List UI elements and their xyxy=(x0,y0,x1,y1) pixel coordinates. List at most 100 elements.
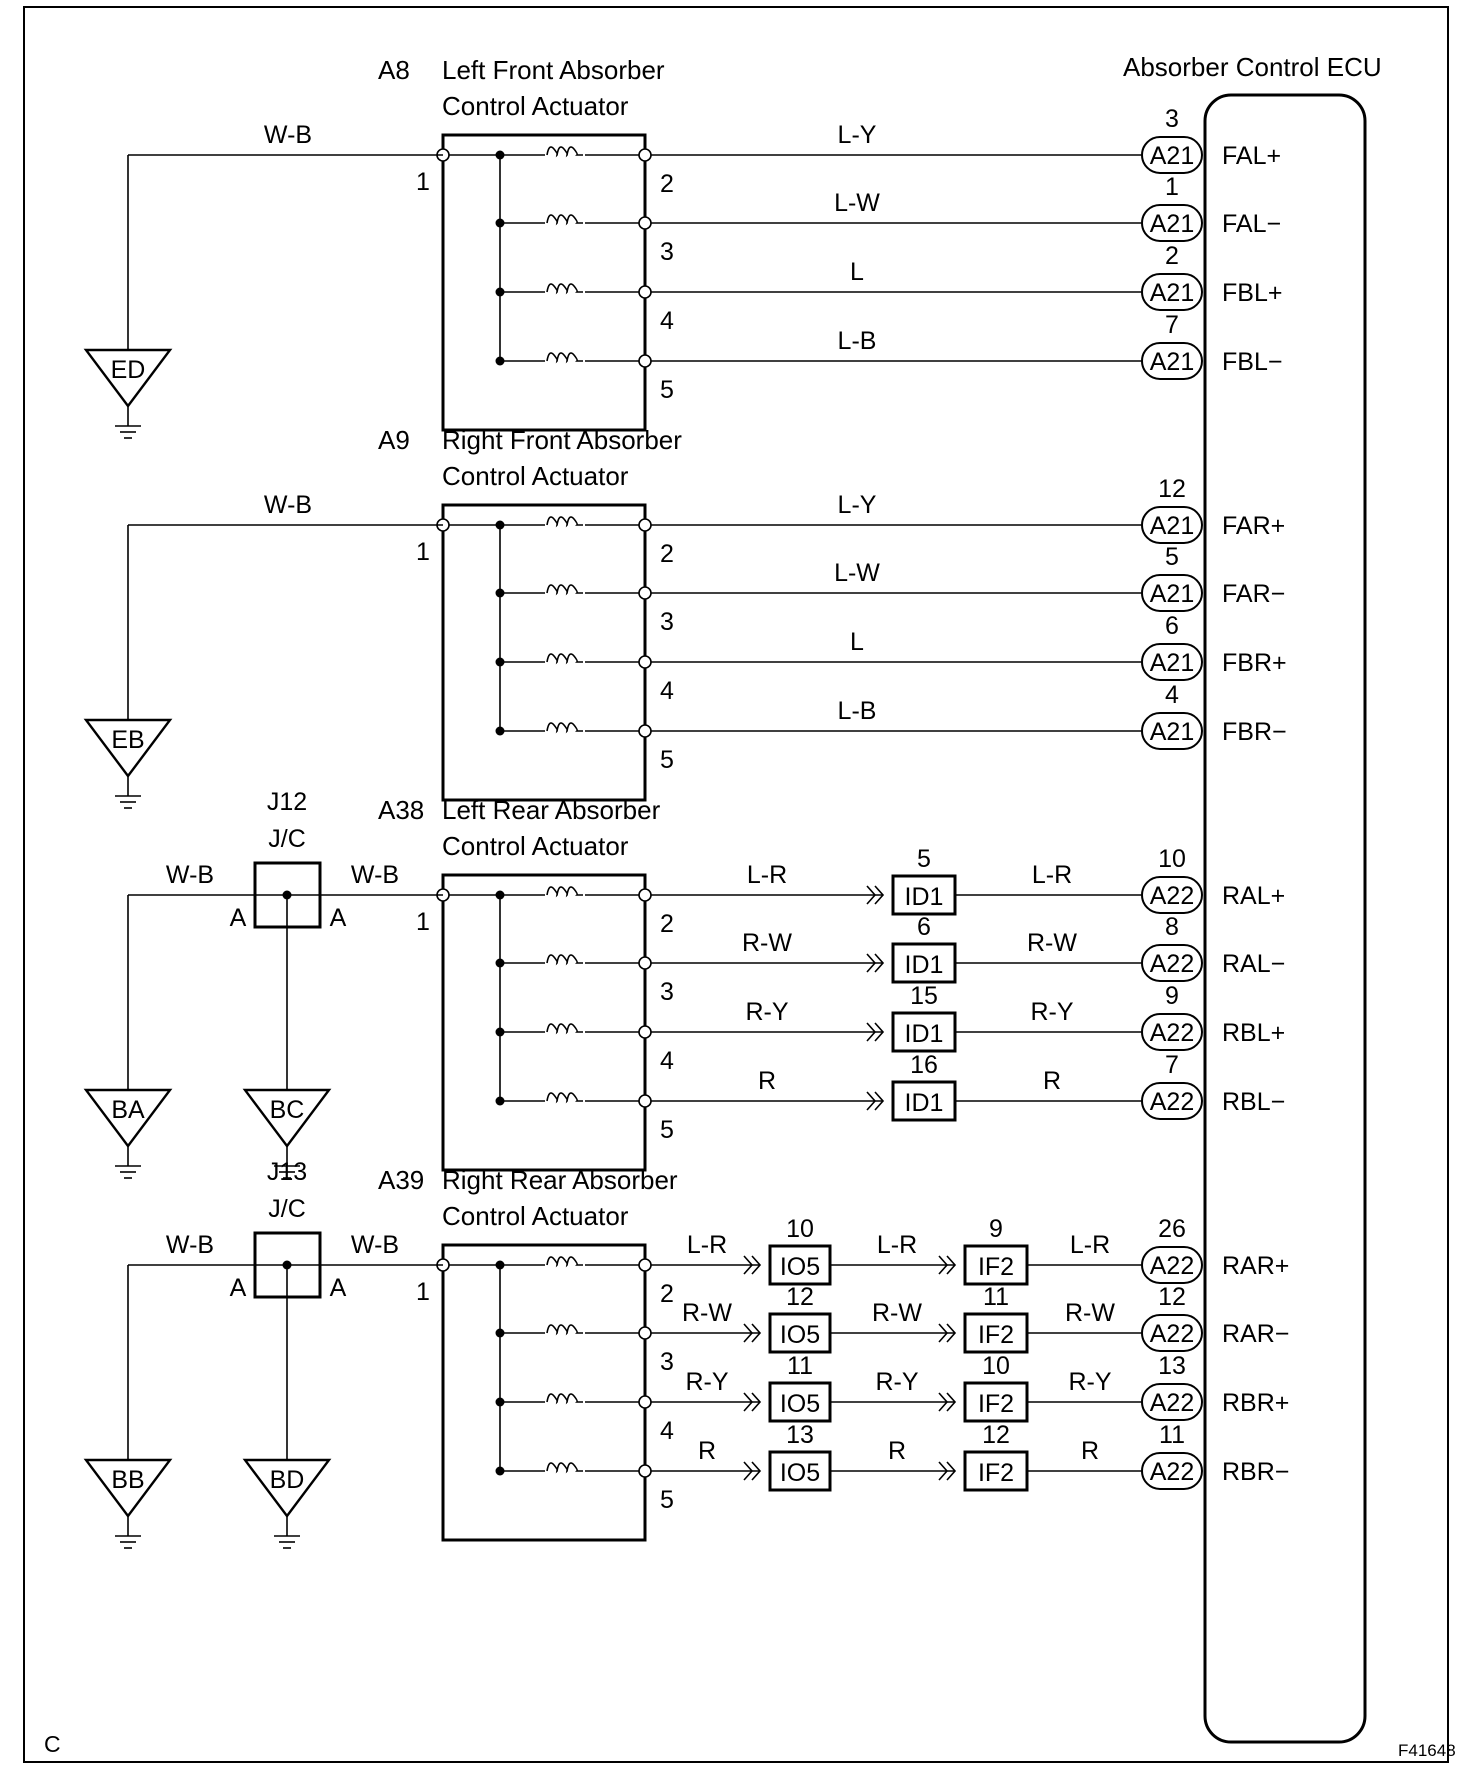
pin-terminal-A38-3 xyxy=(638,956,652,970)
coil-A39-3 xyxy=(546,1462,583,1474)
wire-color-a-RBL+: R-Y xyxy=(745,998,788,1026)
connector-IO5-RBR+-chevron-1 xyxy=(743,1392,754,1412)
ground-BA-triangle xyxy=(83,1088,173,1148)
connector-IF2-RBR+-label: IF2 xyxy=(978,1390,1014,1418)
wire-color-FAR+: L-Y xyxy=(838,491,877,519)
pin-label-A9-1: 1 xyxy=(416,538,430,566)
bus-dot-A38-0 xyxy=(495,890,505,900)
connector-IO5-RAR−-box xyxy=(768,1312,832,1354)
actuator-id-A8: A8 xyxy=(378,55,410,85)
bus-dot-A8-1 xyxy=(495,218,505,228)
wire-color-b-RAL+: L-R xyxy=(1032,861,1072,889)
connector-IF2-RBR+-chevron-2 xyxy=(946,1392,957,1412)
ecu-terminal-RBR−: RBR− xyxy=(1222,1458,1289,1486)
ecu-terminal-RBL+: RBL+ xyxy=(1222,1019,1285,1047)
ecu-connector-FBL−-label: A21 xyxy=(1150,348,1194,376)
connector-ID1-RBL−-chevron-1 xyxy=(866,1091,877,1111)
pin-label-A9-5: 5 xyxy=(660,746,674,774)
connector2-pin-RBR+: 10 xyxy=(982,1352,1010,1380)
ground-ED-label: ED xyxy=(111,356,146,384)
ecu-connector-FAL+-label: A21 xyxy=(1150,142,1194,170)
pin-label-A39-5: 5 xyxy=(660,1486,674,1514)
ecu-pin-FAR+: 12 xyxy=(1158,475,1186,503)
wire-color-FBL−: L-B xyxy=(838,327,877,355)
connector-IF2-RAR−-label: IF2 xyxy=(978,1321,1014,1349)
connector-IF2-RAR+-label: IF2 xyxy=(978,1253,1014,1281)
ecu-connector-RAR+-label: A22 xyxy=(1150,1252,1194,1280)
coil-A39-1 xyxy=(546,1324,583,1336)
ecu-connector-FBR+-label: A21 xyxy=(1150,649,1194,677)
wire-color-FBR−: L-B xyxy=(838,697,877,725)
connector-IO5-RAR−-label: IO5 xyxy=(780,1321,820,1349)
coil-A8-2 xyxy=(546,283,583,295)
ecu-terminal-FBL−: FBL− xyxy=(1222,348,1282,376)
wire-color-FAR−: L-W xyxy=(834,559,880,587)
connector-ID1-RAL+-box xyxy=(891,874,957,916)
junction-dot-J12 xyxy=(282,890,292,900)
pin-terminal-A9-4 xyxy=(638,655,652,669)
connector-ID1-RBL+-box xyxy=(891,1011,957,1053)
junction-pin-left-J13: A xyxy=(230,1274,247,1302)
pin-label-A8-2: 2 xyxy=(660,170,674,198)
pin-label-A39-3: 3 xyxy=(660,1348,674,1376)
pin-label-A9-3: 3 xyxy=(660,608,674,636)
ground-BD-label: BD xyxy=(270,1466,305,1494)
connector-IF2-RAR−-chevron-1 xyxy=(938,1323,949,1343)
pin-label-A38-4: 4 xyxy=(660,1047,674,1075)
bus-dot-A8-0 xyxy=(495,150,505,160)
connector-IO5-RAR−-chevron-1 xyxy=(743,1323,754,1343)
connector-IF2-RAR−-box xyxy=(963,1312,1029,1354)
connector-IF2-RAR+-box xyxy=(963,1244,1029,1286)
wire-color-a-RBR+: R-Y xyxy=(685,1368,728,1396)
wire-color-a-RAL+: L-R xyxy=(747,861,787,889)
connector-IO5-RBR−-chevron-1 xyxy=(743,1461,754,1481)
connector-IF2-RBR−-chevron-1 xyxy=(938,1461,949,1481)
connector-IF2-RBR−-box xyxy=(963,1450,1029,1492)
wire-color-FAL−: L-W xyxy=(834,189,880,217)
connector-ID1-RAL−-box xyxy=(891,942,957,984)
connector-IO5-RBR−-box xyxy=(768,1450,832,1492)
wire-color-b-RAL−: R-W xyxy=(1027,929,1077,957)
connector-ID1-RAL+-label: ID1 xyxy=(905,883,944,911)
junction-pin-left-J12: A xyxy=(230,904,247,932)
connector-ID1-RAL−-label: ID1 xyxy=(905,951,944,979)
connector-ID1-RAL+-chevron-1 xyxy=(866,885,877,905)
ground-BB-label: BB xyxy=(111,1466,144,1494)
connector1-pin-RAR−: 12 xyxy=(786,1283,814,1311)
ecu-body xyxy=(1203,93,1367,1744)
connector-ID1-RBL+-chevron-2 xyxy=(874,1022,885,1042)
pin-terminal-A38-2 xyxy=(638,888,652,902)
wire-color-FBR+: L xyxy=(850,628,864,656)
ecu-connector-RAL−-label: A22 xyxy=(1150,950,1194,978)
junction-type-J13: J/C xyxy=(268,1195,306,1223)
figure-code: F41648 xyxy=(1398,1741,1456,1760)
coil-A38-0 xyxy=(546,886,583,898)
connector-ID1-RAL−-chevron-2 xyxy=(874,953,885,973)
connector-pin-RBL+: 15 xyxy=(910,982,938,1010)
connector2-pin-RBR−: 12 xyxy=(982,1421,1010,1449)
pin-label-A9-4: 4 xyxy=(660,677,674,705)
ecu-pin-FBR+: 6 xyxy=(1165,612,1179,640)
ecu-terminal-FBL+: FBL+ xyxy=(1222,279,1282,307)
coil-A9-0 xyxy=(546,516,583,528)
pin-label-A38-5: 5 xyxy=(660,1116,674,1144)
pin-terminal-A8-4 xyxy=(638,285,652,299)
junction-wire-right-J12: W-B xyxy=(351,861,399,889)
ecu-pin-RBR−: 11 xyxy=(1159,1421,1185,1449)
wire-color-b-RBL+: R-Y xyxy=(1030,998,1073,1026)
actuator-name2-A9: Control Actuator xyxy=(442,461,629,491)
ecu-terminal-FAR+: FAR+ xyxy=(1222,512,1285,540)
connector-IO5-RBR+-label: IO5 xyxy=(780,1390,820,1418)
bus-dot-A8-3 xyxy=(495,356,505,366)
pin-terminal-A39-4 xyxy=(638,1395,652,1409)
ecu-terminal-RAR−: RAR− xyxy=(1222,1320,1289,1348)
ecu-connector-FBR−-label: A21 xyxy=(1150,718,1194,746)
ecu-pin-RAR+: 26 xyxy=(1158,1215,1186,1243)
bus-dot-A9-0 xyxy=(495,520,505,530)
wire-color-a-RBL−: R xyxy=(758,1067,776,1095)
connector-IF2-RAR+-chevron-1 xyxy=(938,1255,949,1275)
ecu-terminal-FAL+: FAL+ xyxy=(1222,142,1281,170)
corner-label: C xyxy=(44,1731,61,1757)
ecu-pin-FAL+: 3 xyxy=(1165,105,1179,133)
